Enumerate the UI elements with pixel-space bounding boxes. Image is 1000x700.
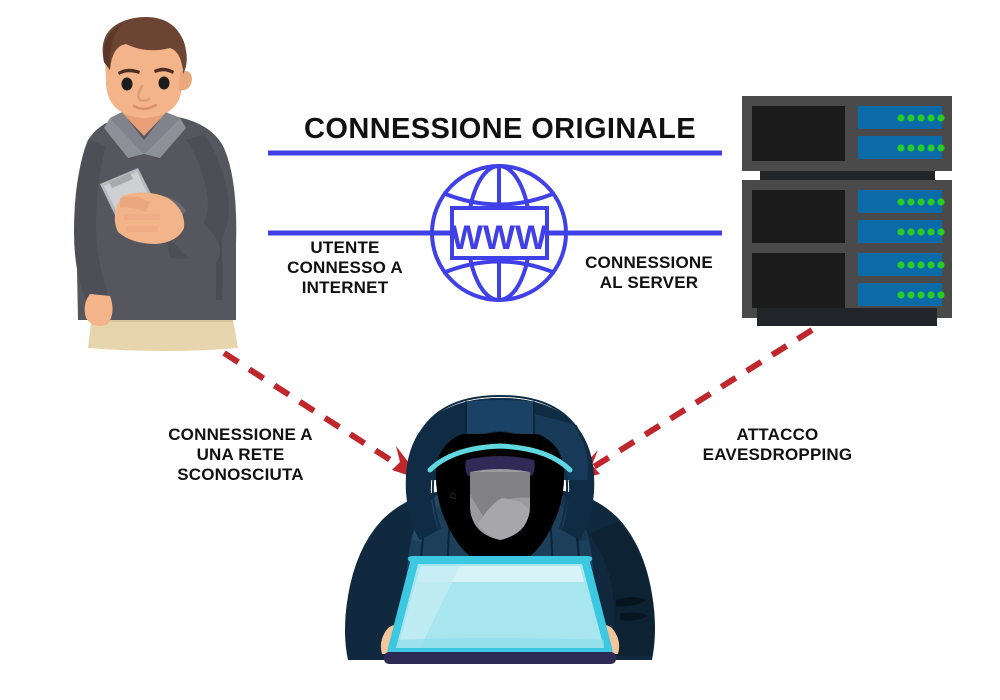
attacker-face-shadow <box>470 472 530 520</box>
label-unknown-network: CONNESSIONE A UNA RETE SCONOSCIUTA <box>168 425 313 485</box>
user-finger-2 <box>126 226 158 232</box>
www-label-box: WWW <box>450 206 549 260</box>
globe-latitude-lower <box>442 259 556 275</box>
server-unit-3-screen <box>752 253 845 308</box>
label-server-connection: CONNESSIONE AL SERVER <box>585 253 713 293</box>
server-unit-2-leds-bottom <box>897 228 945 236</box>
server-unit-2-leds-top <box>897 198 945 206</box>
server-unit-1-screen <box>752 106 845 161</box>
arrow-user-to-attacker-line <box>222 350 408 473</box>
laptop-screen-glare-lower <box>396 638 604 648</box>
attacker-arm-left <box>345 522 412 656</box>
user-collar-right <box>144 118 186 158</box>
label-eavesdropping-attack: ATTACCO EAVESDROPPING <box>702 425 853 465</box>
globe-latitude-upper <box>442 191 556 207</box>
server-unit-3-leds-top <box>897 261 945 269</box>
attacker-figure: D <box>345 394 655 664</box>
user-right-arm <box>166 134 229 259</box>
server-unit-1-leds-bottom <box>897 144 945 152</box>
user-eyebrow-left <box>118 68 140 75</box>
attacker-cuff-right-fold <box>616 597 646 607</box>
attacker-arm-right <box>588 522 655 656</box>
user-collar-left <box>104 118 144 158</box>
user-thumb <box>120 196 150 212</box>
arrow-server-to-attacker-line <box>590 327 814 471</box>
user-pants <box>88 314 238 351</box>
attacker-cuff-right-fold2 <box>620 612 648 621</box>
user-finger-1 <box>124 214 160 220</box>
laptop-base <box>384 652 616 664</box>
label-user-internet: UTENTE CONNESSO A INTERNET <box>287 238 403 298</box>
attacker-hood-mark: D <box>447 491 459 501</box>
attacker-laptop <box>384 556 616 664</box>
www-text: WWW <box>451 219 548 257</box>
user-eyebrow-right <box>154 67 174 74</box>
server-unit-3-leds-bottom <box>897 291 945 299</box>
page-title: CONNESSIONE ORIGINALE <box>304 113 696 145</box>
user-collar <box>110 112 180 154</box>
user-hair <box>102 17 187 74</box>
server-unit-2-screen <box>752 190 845 245</box>
user-figure <box>74 17 238 351</box>
server-unit-1-leds-top <box>897 114 945 122</box>
user-left-arm <box>74 140 108 300</box>
server-unit-1-gap <box>760 171 935 180</box>
user-left-hand <box>84 294 113 326</box>
user-eye-left <box>121 77 133 91</box>
user-eye-right <box>158 76 170 90</box>
laptop-screen-glare-diag <box>398 566 460 648</box>
user-ear <box>179 71 192 91</box>
attacker-hood-trim <box>427 443 573 473</box>
server-rack-base <box>757 308 937 326</box>
attacker-face-highlight <box>478 498 530 540</box>
server-rack <box>742 96 952 326</box>
user-sweater-fold-right <box>208 170 223 300</box>
laptop-screen-glare-top <box>418 566 584 582</box>
user-nose <box>137 84 151 102</box>
user-mouth <box>132 103 158 110</box>
user-hair-shadow <box>103 24 122 70</box>
